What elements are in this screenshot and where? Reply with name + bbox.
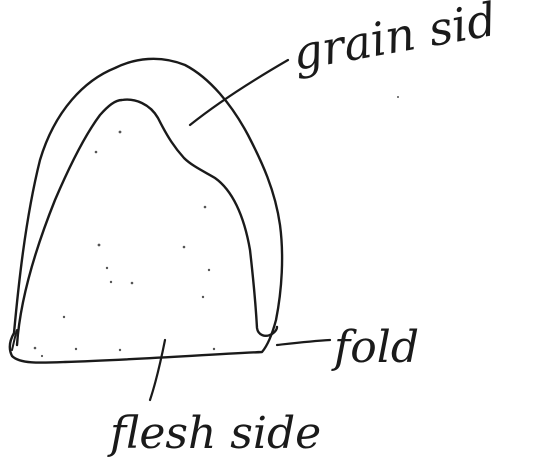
inner-flesh-outline	[17, 100, 277, 345]
label-flesh-side: flesh side	[107, 408, 321, 459]
label-fold: fold	[331, 322, 419, 373]
flesh-texture	[34, 96, 399, 357]
grain-side-leader	[190, 60, 288, 125]
fold-leader	[277, 340, 330, 345]
label-grain-side: grain sid	[289, 0, 501, 81]
flesh-side-leader	[150, 340, 165, 400]
